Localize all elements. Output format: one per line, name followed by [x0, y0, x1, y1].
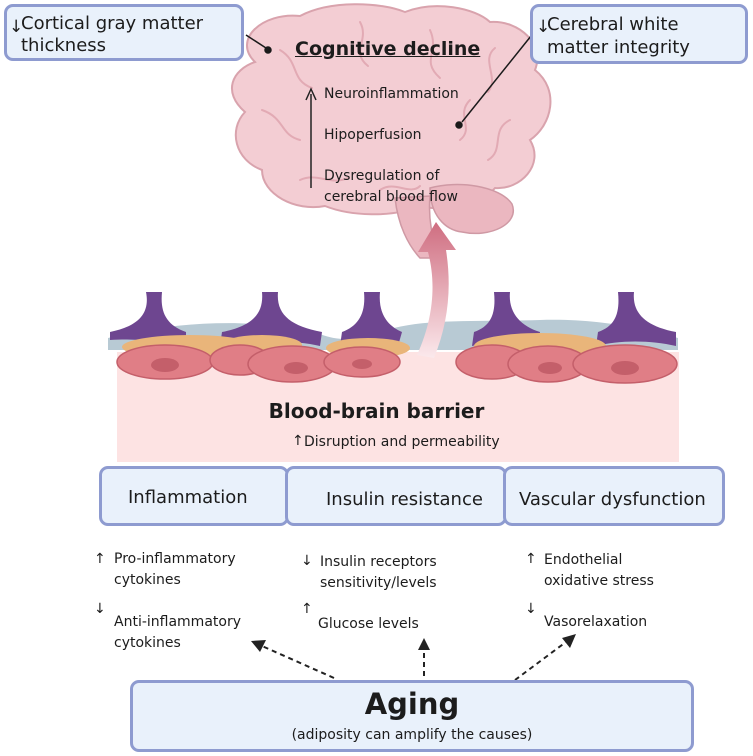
- up-arrow-icon: ↑: [301, 601, 313, 617]
- aging-box: Aging (adiposity can amplify the causes): [130, 680, 694, 752]
- down-arrow-icon: ↓: [9, 17, 24, 37]
- vascular-dysfunction-label: Vascular dysfunction: [519, 489, 706, 510]
- brain-item-cerebral-blood-flow: cerebral blood flow: [324, 189, 459, 205]
- barrier-to-brain-arrow: [417, 222, 456, 358]
- down-arrow-icon: ↓: [525, 601, 537, 617]
- up-arrow-icon: ↑: [292, 433, 304, 449]
- cortical-line2: thickness: [21, 35, 107, 56]
- pro-inflammatory-line1: Pro-inflammatory: [114, 551, 236, 567]
- brain-item-dysregulation: Dysregulation of: [324, 168, 440, 184]
- barrier-illustration: [108, 292, 678, 384]
- cognitive-decline-title: Cognitive decline: [295, 38, 481, 60]
- anti-inflammatory-line1: Anti-inflammatory: [114, 614, 241, 630]
- insulin-resistance-box: Insulin resistance: [285, 466, 507, 526]
- aging-arrow-heads: [251, 634, 576, 652]
- glucose-levels: Glucose levels: [318, 616, 419, 632]
- cortical-line1: Cortical gray matter: [21, 13, 204, 34]
- vasorelaxation: Vasorelaxation: [544, 614, 648, 630]
- down-arrow-icon: ↓: [301, 553, 313, 569]
- inflammation-label: Inflammation: [128, 487, 248, 508]
- brain-up-arrow: [305, 87, 317, 188]
- inflammation-box: Inflammation: [99, 466, 289, 526]
- insulin-receptors-line2: sensitivity/levels: [320, 575, 437, 591]
- pro-inflammatory-line2: cytokines: [114, 572, 181, 588]
- endothelial-line1: Endothelial: [544, 552, 623, 568]
- cortical-gray-matter-box: ↓ Cortical gray matter thickness: [4, 4, 244, 61]
- insulin-resistance-label: Insulin resistance: [326, 489, 483, 510]
- insulin-receptors-line1: Insulin receptors: [320, 554, 437, 570]
- up-arrow-icon: ↑: [525, 551, 537, 567]
- endothelial-line2: oxidative stress: [544, 573, 654, 589]
- brain-item-hipoperfusion: Hipoperfusion: [324, 127, 422, 143]
- bbb-title: Blood-brain barrier: [268, 399, 485, 423]
- connector-lines: [245, 34, 532, 129]
- aging-title: Aging: [364, 687, 460, 721]
- aging-arrows: [261, 641, 567, 681]
- down-arrow-icon: ↓: [94, 601, 106, 617]
- anti-inflammatory-line2: cytokines: [114, 635, 181, 651]
- down-arrow-icon: ↓: [536, 17, 551, 37]
- vascular-dysfunction-box: Vascular dysfunction: [503, 466, 725, 526]
- bbb-subtitle: Disruption and permeability: [304, 434, 500, 450]
- white-matter-line1: Cerebral white: [547, 14, 679, 35]
- white-matter-line2: matter integrity: [547, 37, 690, 58]
- aging-subtitle: (adiposity can amplify the causes): [291, 727, 533, 743]
- up-arrow-icon: ↑: [94, 551, 106, 567]
- white-matter-box: ↓ Cerebral white matter integrity: [530, 4, 748, 64]
- brain-item-neuroinflammation: Neuroinflammation: [324, 86, 459, 102]
